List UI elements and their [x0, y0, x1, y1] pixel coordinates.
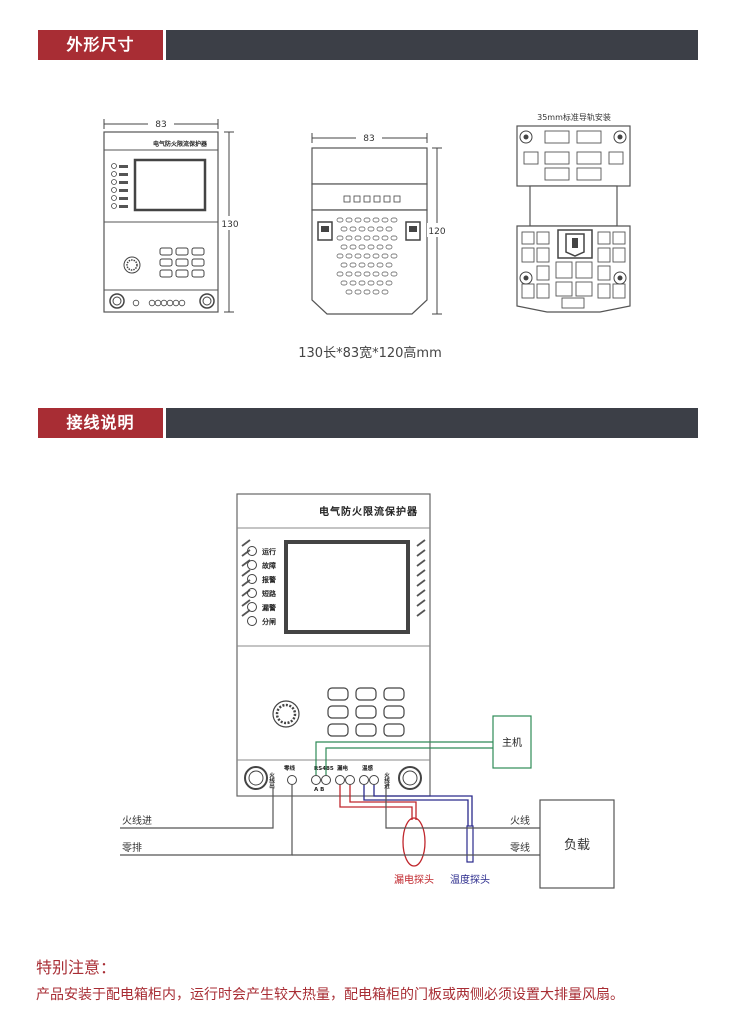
front-device-name: 电气防火限流保护器 — [153, 140, 208, 148]
live-in-label: 火线进 — [122, 814, 152, 827]
notice-title: 特别注意： — [36, 958, 117, 977]
front-width-label: 83 — [155, 120, 166, 130]
dimension-caption: 130长*83宽*120高mm — [298, 346, 442, 361]
leak-wires — [339, 785, 417, 820]
terminal-label: 漏电 — [337, 764, 349, 772]
section-header-dimensions: 外形尺寸 — [38, 30, 698, 60]
host-label: 主机 — [502, 736, 522, 749]
front-view: 83 电气防火限流保护器 — [103, 116, 239, 313]
section-bar-fill — [166, 30, 698, 60]
notice-body: 产品安装于配电箱柜内，运行时会产生较大热量，配电箱柜的门板或两侧必须设置大排量风… — [36, 987, 624, 1003]
side-width-label: 83 — [363, 134, 374, 144]
wiring-diagram: 电气防火限流保护器 运行 故障 报警 短路 漏警 分闸 — [120, 493, 615, 889]
leak-probe-label: 漏电探头 — [394, 873, 434, 886]
indicator-label: 报警 — [262, 575, 276, 584]
indicator-label: 运行 — [262, 547, 276, 556]
indicator-label: 分闸 — [262, 617, 276, 626]
host-box — [492, 715, 532, 769]
temp-probe-label: 温度探头 — [450, 873, 490, 886]
side-height-label: 120 — [428, 227, 445, 237]
terminal-label: 温感 — [362, 764, 374, 772]
section-bar-fill — [166, 408, 698, 438]
neutral-bar-label: 零排 — [122, 841, 142, 854]
leak-probe — [402, 817, 426, 867]
terminal-label: 零线 — [283, 764, 296, 772]
front-height-label: 130 — [221, 220, 238, 230]
section-title: 接线说明 — [38, 408, 163, 438]
side-view: 83 — [311, 130, 447, 315]
terminal-label: 火线出 — [268, 772, 275, 790]
main-lines — [120, 785, 540, 856]
load-box — [539, 799, 615, 889]
terminal-label: 火线进 — [383, 772, 390, 790]
load-label: 负载 — [564, 838, 590, 853]
terminal-label: RS485 — [314, 766, 334, 772]
neutral-label: 零线 — [510, 841, 530, 854]
live-label: 火线 — [510, 814, 530, 827]
temp-probe — [466, 825, 474, 863]
indicator-label: 故障 — [262, 561, 276, 570]
device-title: 电气防火限流保护器 — [319, 505, 418, 518]
rail-label: 35mm标准导轨安装 — [537, 112, 611, 122]
temp-wires — [363, 785, 473, 826]
indicator-label: 短路 — [262, 589, 277, 598]
section-title: 外形尺寸 — [38, 30, 163, 60]
dimension-drawings: 83 电气防火限流保护器 — [103, 112, 631, 315]
section-header-wiring: 接线说明 — [38, 408, 698, 438]
rail-view: 35mm标准导轨安装 — [516, 112, 631, 313]
terminal-label: A B — [314, 787, 324, 793]
device-body: 电气防火限流保护器 运行 故障 报警 短路 漏警 分闸 — [236, 493, 431, 797]
indicator-label: 漏警 — [262, 603, 276, 612]
rs485-wires — [315, 741, 493, 775]
